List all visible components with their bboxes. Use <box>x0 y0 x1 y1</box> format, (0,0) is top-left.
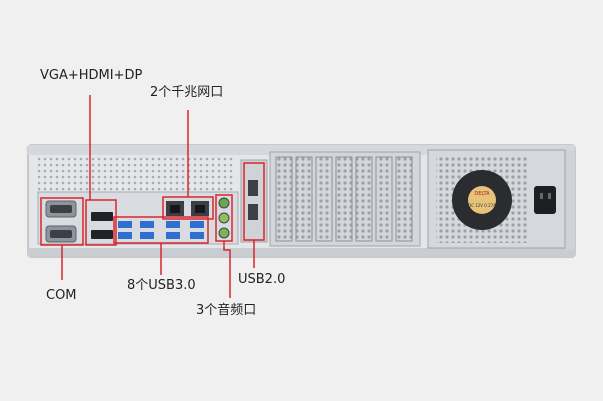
dp-port <box>91 230 113 239</box>
power-supply <box>427 149 566 249</box>
expansion-slots <box>269 151 421 247</box>
audio-jacks <box>218 197 230 239</box>
label-video-ports: VGA+HDMI+DP <box>40 68 143 83</box>
callout-line-audio <box>223 241 231 298</box>
callout-box-hdmi-dp <box>85 199 117 246</box>
io-panel <box>37 191 239 245</box>
label-audio-ports: 3个音频口 <box>196 303 257 318</box>
fan-rating: DC 12V 0.27A <box>468 203 496 208</box>
fan-brand: DELTA <box>474 191 490 197</box>
callouts <box>40 95 265 298</box>
lan-ports <box>166 201 209 216</box>
usb2-module <box>240 159 268 243</box>
label-com-port: COM <box>46 288 77 303</box>
label-usb3-ports: 8个USB3.0 <box>127 278 196 293</box>
label-usb2-port: USB2.0 <box>238 272 286 287</box>
power-socket-icon <box>534 186 556 214</box>
usb3-ports <box>118 221 204 239</box>
hdmi-port <box>91 212 113 221</box>
label-lan-ports: 2个千兆网口 <box>150 85 224 100</box>
